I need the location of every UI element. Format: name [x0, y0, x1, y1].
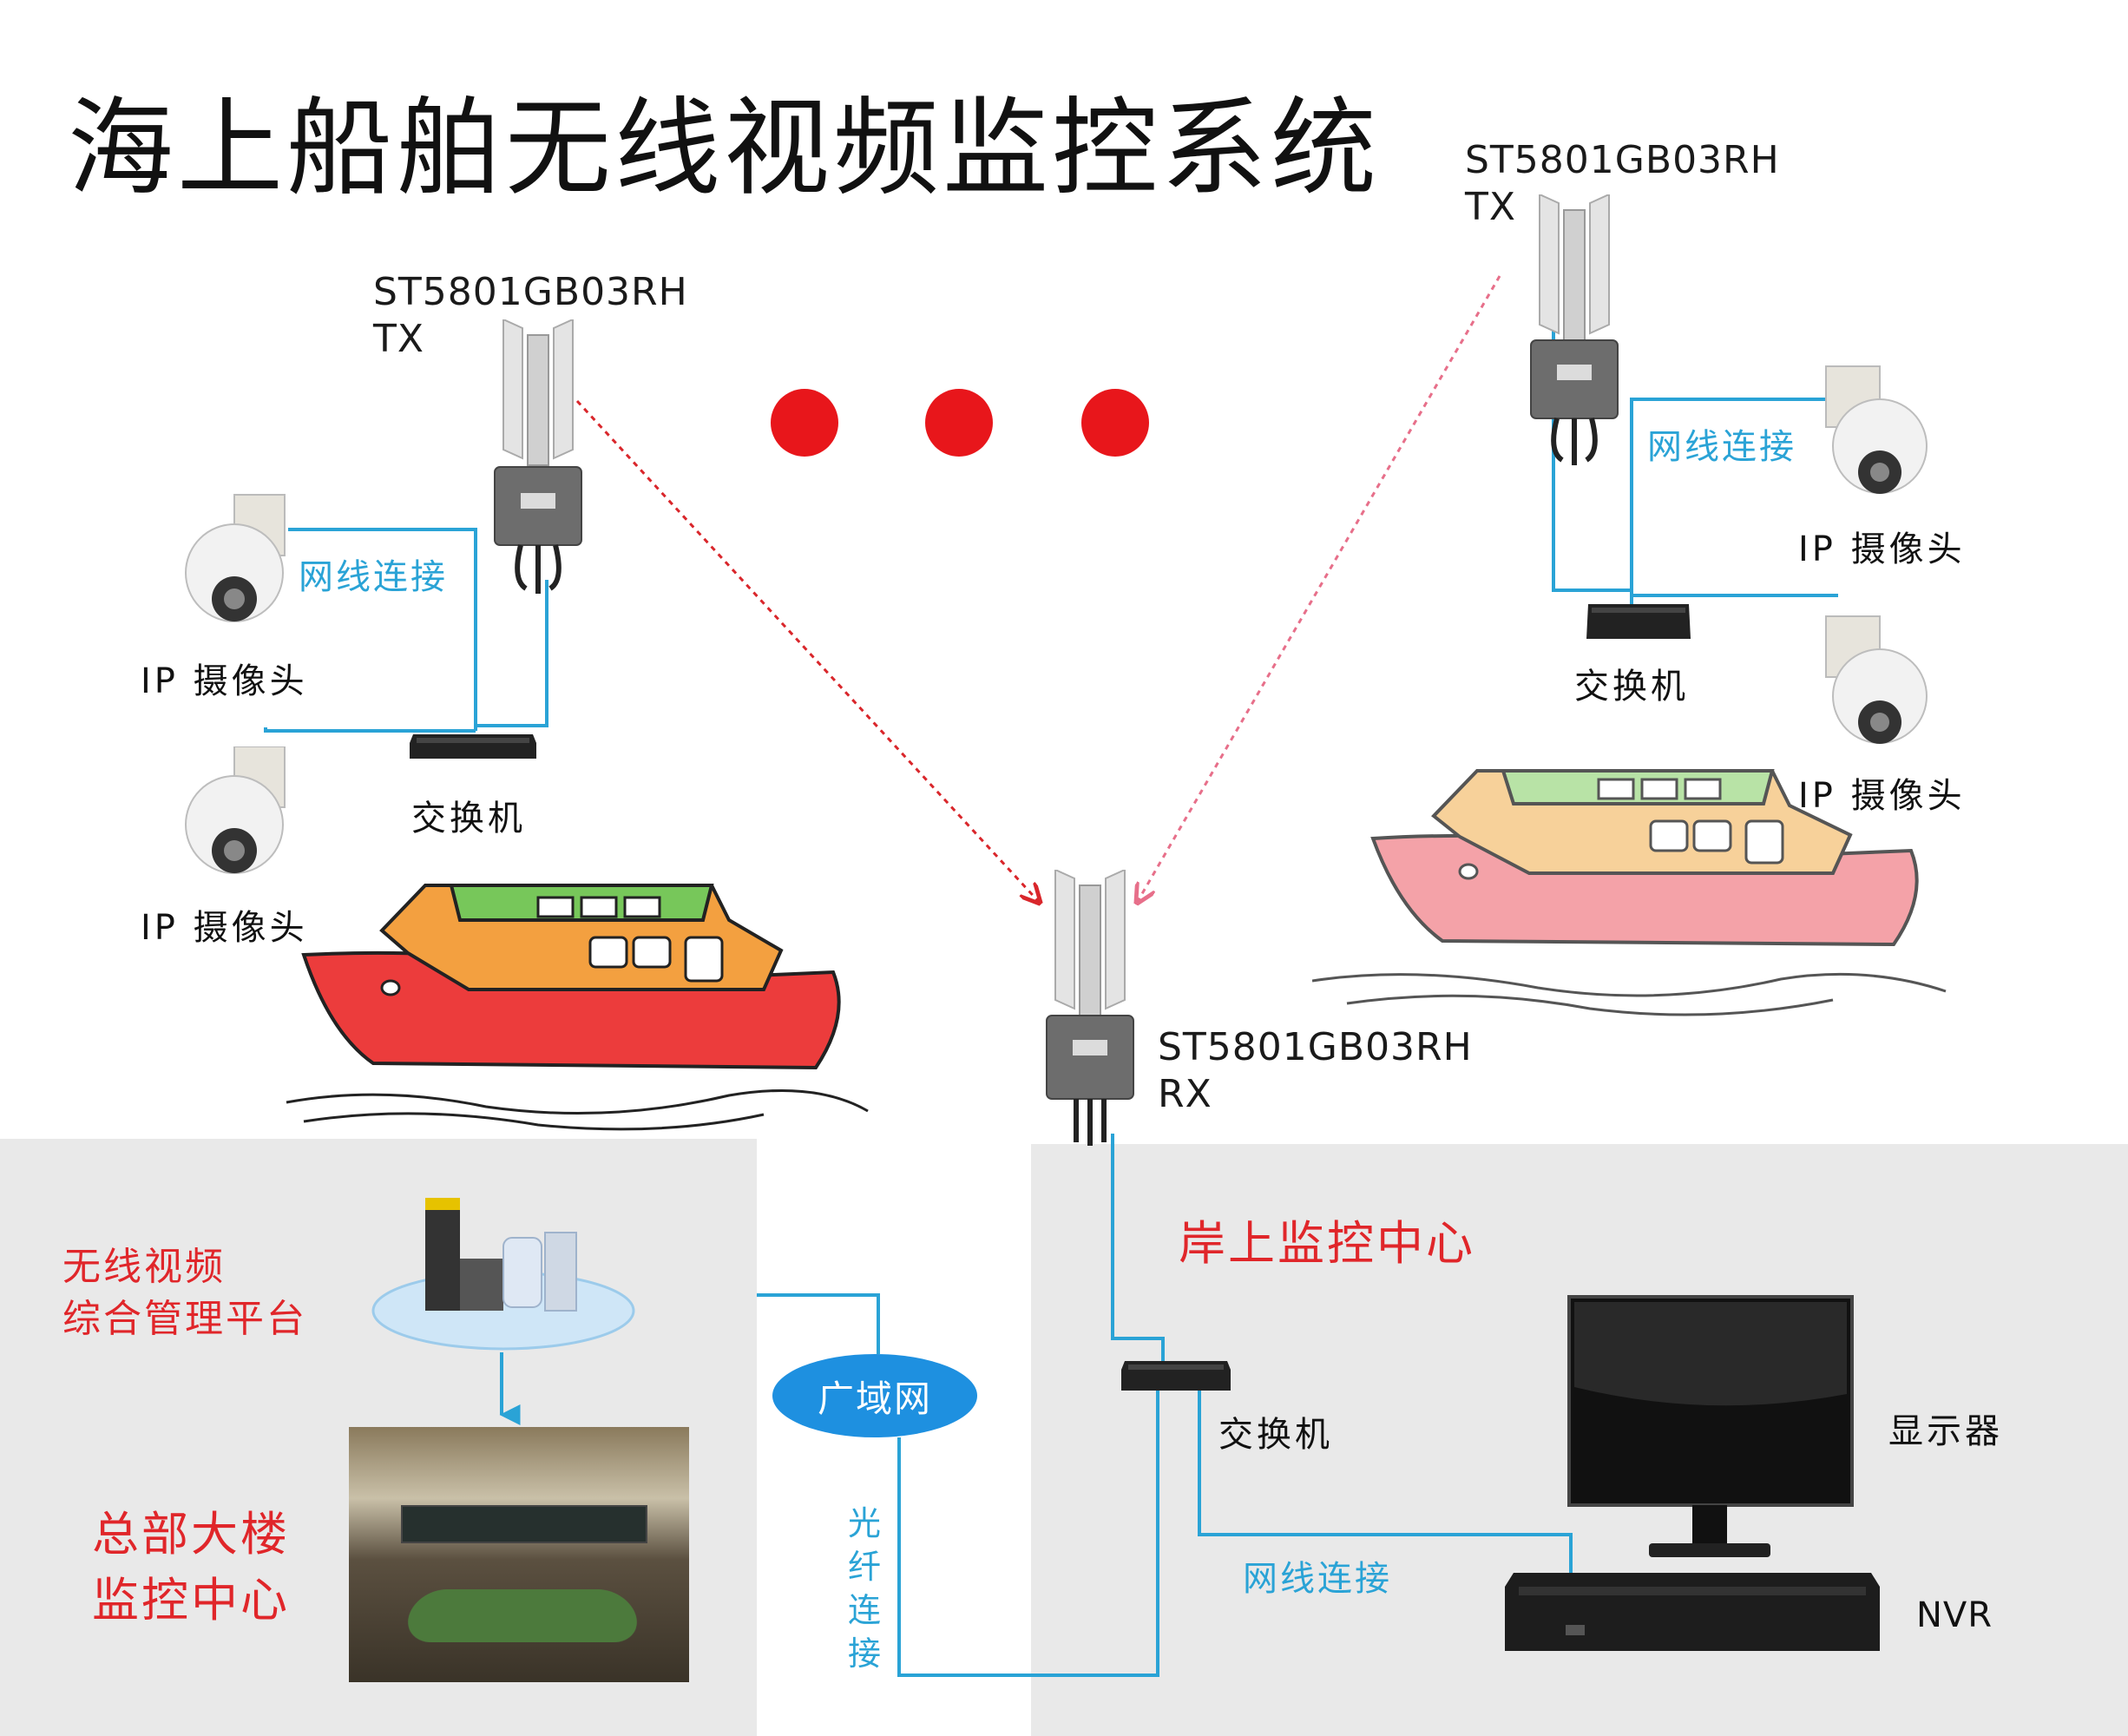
fiber-link	[897, 1389, 1159, 1677]
right-switch-label: 交换机	[1574, 667, 1689, 707]
ellipsis-dot-1	[771, 389, 838, 457]
right-camera-2-icon	[1825, 615, 1928, 744]
rx-antenna-icon	[1046, 870, 1134, 1146]
nvr-icon	[1505, 1573, 1880, 1651]
rx-model-label: ST5801GB03RH RX	[1158, 1025, 1473, 1116]
hq-control-room-photo	[349, 1427, 689, 1682]
right-boat-illustration	[1312, 769, 1947, 1016]
video-wall	[401, 1505, 647, 1543]
wireless-link-left	[575, 399, 1040, 903]
fiber-label: 光 纤 连 接	[847, 1504, 881, 1673]
right-cable-label: 网线连接	[1647, 427, 1796, 467]
right-camera-2-label: IP 摄像头	[1798, 776, 1966, 816]
left-camera-2-label: IP 摄像头	[141, 908, 308, 948]
right-tx-model-label: ST5801GB03RH TX	[1465, 138, 1780, 229]
left-cable-cam1	[288, 528, 477, 731]
left-tx-antenna-icon	[494, 319, 582, 594]
nvr-label: NVR	[1916, 1595, 1993, 1635]
diagram-title: 海上船舶无线视频监控系统	[68, 87, 1380, 210]
shore-switch-label: 交换机	[1218, 1415, 1333, 1455]
wan-label: 广域网	[817, 1377, 932, 1420]
left-cable-tx	[476, 580, 548, 727]
wan-node: 广域网	[772, 1354, 977, 1437]
shore-switch-icon	[1121, 1361, 1231, 1391]
left-cable-label: 网线连接	[299, 557, 448, 597]
conference-table	[398, 1589, 647, 1643]
server-platform-icon	[371, 1198, 635, 1351]
rx-to-switch-cable	[1111, 1134, 1165, 1363]
left-camera-1-label: IP 摄像头	[141, 661, 308, 701]
shore-cable-label: 网线连接	[1243, 1559, 1392, 1599]
right-tx-antenna-icon	[1530, 194, 1619, 465]
right-camera-1-label: IP 摄像头	[1798, 529, 1966, 569]
left-camera-2-icon	[185, 746, 286, 874]
right-switch-icon	[1586, 604, 1691, 639]
ellipsis-dot-2	[925, 389, 993, 457]
shore-center-title: 岸上监控中心	[1179, 1216, 1475, 1271]
left-boat-illustration	[286, 884, 869, 1131]
left-tx-model-label: ST5801GB03RH TX	[373, 270, 688, 361]
platform-label: 无线视频 综合管理平台	[62, 1245, 307, 1341]
left-camera-1-icon	[185, 494, 286, 622]
left-switch-label: 交换机	[411, 799, 526, 838]
right-cable-cam1	[1630, 398, 1840, 608]
ellipsis-dot-3	[1081, 389, 1149, 457]
left-switch-icon	[410, 734, 536, 759]
right-camera-1-icon	[1825, 365, 1928, 494]
monitor-label: 显示器	[1888, 1411, 2003, 1451]
hq-to-wan-cable	[757, 1293, 880, 1354]
monitor-icon	[1567, 1295, 1854, 1557]
left-cable-cam2	[264, 727, 476, 733]
hq-center-label: 总部大楼 监控中心	[92, 1507, 290, 1628]
